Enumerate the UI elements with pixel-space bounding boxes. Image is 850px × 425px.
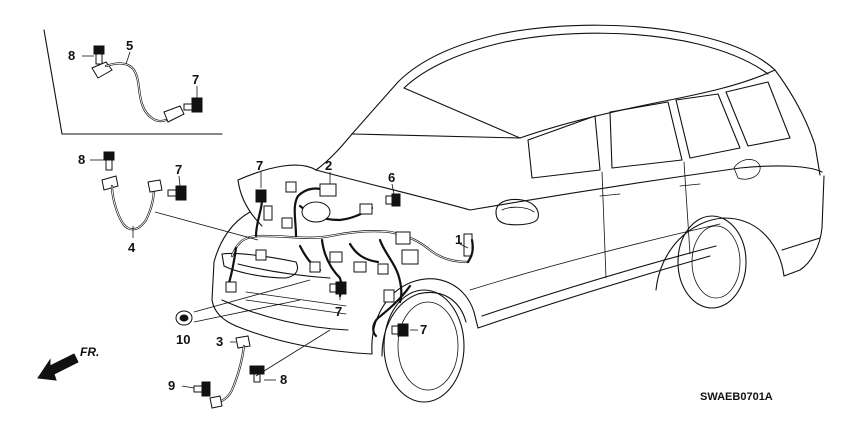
inset-panel: [43, 29, 223, 135]
engine-room-harness: [225, 181, 474, 338]
front-direction-label: FR.: [80, 345, 99, 359]
ground-cable-4: [101, 151, 187, 231]
callout-8-bottom: 8: [280, 372, 287, 387]
callout-3: 3: [216, 334, 223, 349]
callout-6: 6: [388, 170, 395, 185]
callout-7-low: 7: [335, 304, 342, 319]
ground-cable-3: [193, 335, 265, 409]
bolt-7-top-icon: [183, 97, 203, 113]
callout-7-engine: 7: [256, 158, 263, 173]
callout-7-right: 7: [420, 322, 427, 337]
bolt-7-right-icon: [391, 323, 409, 337]
bolt-8-mid-icon: [103, 151, 115, 171]
callout-4: 4: [128, 240, 136, 255]
callout-5: 5: [126, 38, 133, 53]
bolt-7-engine-icon: [255, 189, 267, 203]
diagram-reference-code: SWAEB0701A: [700, 391, 773, 403]
bolt-8-bottom-icon: [249, 365, 265, 383]
bolt-7-mid-icon: [167, 185, 187, 201]
callout-8-mid: 8: [78, 152, 85, 167]
bolt-8-top-icon: [93, 45, 105, 65]
leader-lines: [82, 51, 469, 389]
callout-10: 10: [176, 332, 190, 347]
callout-7-top: 7: [192, 72, 199, 87]
callout-8-top: 8: [68, 48, 75, 63]
callout-9: 9: [168, 378, 175, 393]
callout-1: 1: [455, 232, 462, 247]
bolt-9-icon: [193, 381, 211, 397]
bolt-7-low-icon: [329, 281, 347, 295]
callout-7-mid: 7: [175, 162, 182, 177]
grommet-10-icon: [175, 310, 193, 326]
vehicle-outline: [211, 24, 825, 403]
bolt-6-icon: [385, 193, 401, 207]
front-direction-arrow: FR.: [37, 345, 99, 381]
callout-2: 2: [325, 158, 332, 173]
battery-cable-5: [91, 61, 185, 123]
front-arrow-icon: [37, 353, 79, 381]
